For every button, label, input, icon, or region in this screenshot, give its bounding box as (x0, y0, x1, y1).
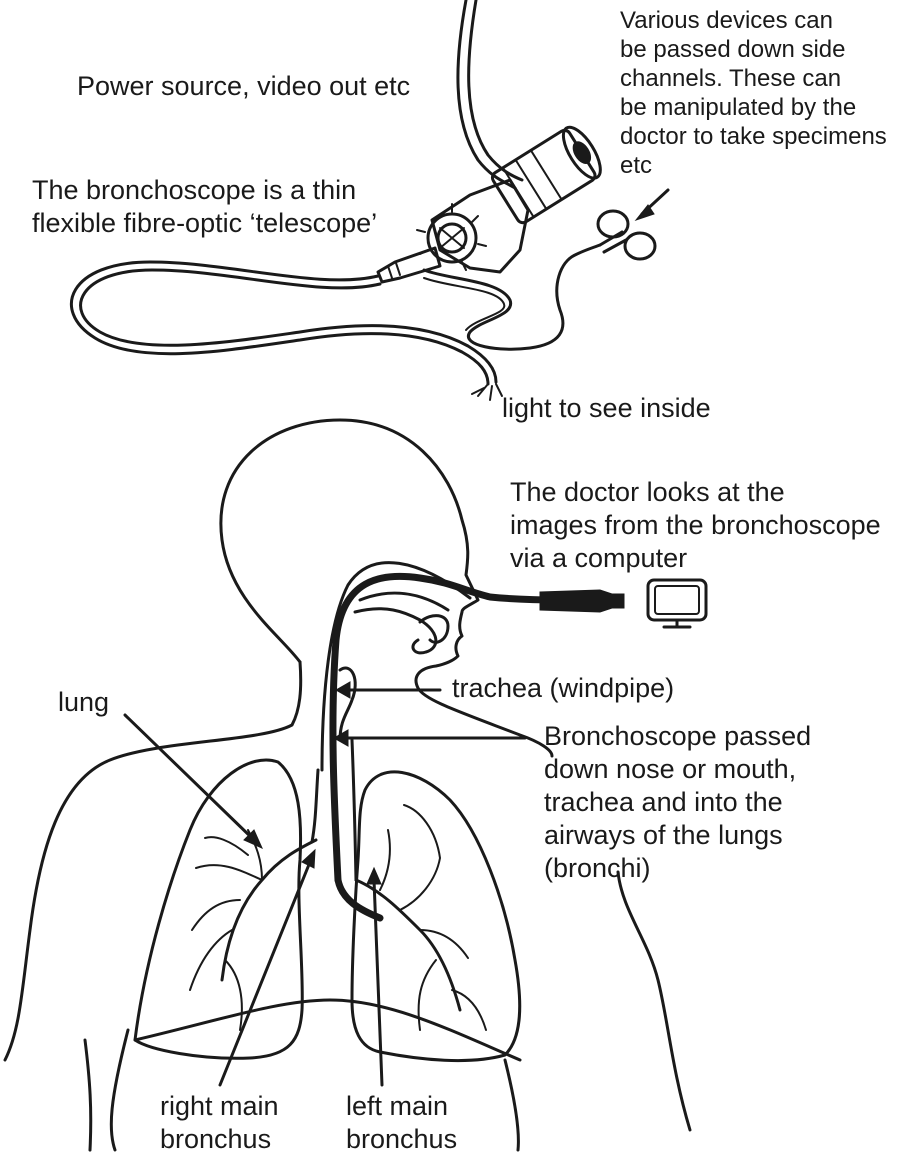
description-line: flexible fibre-optic ‘telescope’ (32, 207, 377, 240)
devices-line: be passed down side (620, 35, 887, 64)
power-source-label: Power source, video out etc (77, 70, 410, 103)
passed-line: Bronchoscope passed (544, 720, 811, 753)
left-bronchus-line: bronchus (346, 1123, 457, 1156)
devices-line: etc (620, 151, 887, 180)
left-bronchus-line: left main (346, 1090, 457, 1123)
forceps-icon (598, 211, 655, 259)
bronchoscope-passed-label: Bronchoscope passed down nose or mouth, … (544, 720, 811, 885)
light-label: light to see inside (502, 392, 711, 425)
lungs (135, 760, 520, 1061)
pointer-arrows (125, 682, 525, 1085)
devices-label: Various devices can be passed down side … (620, 6, 887, 180)
description-line: The bronchoscope is a thin (32, 174, 377, 207)
right-bronchus-line: bronchus (160, 1123, 279, 1156)
devices-line: channels. These can (620, 64, 887, 93)
passed-line: down nose or mouth, (544, 753, 811, 786)
right-bronchus-line: right main (160, 1090, 279, 1123)
passed-line: airways of the lungs (544, 819, 811, 852)
devices-line: doctor to take specimens (620, 122, 887, 151)
computer-monitor-icon (648, 580, 706, 627)
passed-line: (bronchi) (544, 852, 811, 885)
doctor-line: via a computer (510, 542, 881, 575)
devices-line: Various devices can (620, 6, 887, 35)
doctor-label: The doctor looks at the images from the … (510, 476, 881, 575)
left-main-bronchus-label: left main bronchus (346, 1090, 457, 1156)
doctor-line: images from the bronchoscope (510, 509, 881, 542)
passed-line: trachea and into the (544, 786, 811, 819)
devices-line: be manipulated by the (620, 93, 887, 122)
trachea-label: trachea (windpipe) (452, 672, 674, 705)
doctor-line: The doctor looks at the (510, 476, 881, 509)
lung-label: lung (58, 686, 109, 719)
bronchoscope-description-label: The bronchoscope is a thin flexible fibr… (32, 174, 377, 240)
right-main-bronchus-label: right main bronchus (160, 1090, 279, 1156)
